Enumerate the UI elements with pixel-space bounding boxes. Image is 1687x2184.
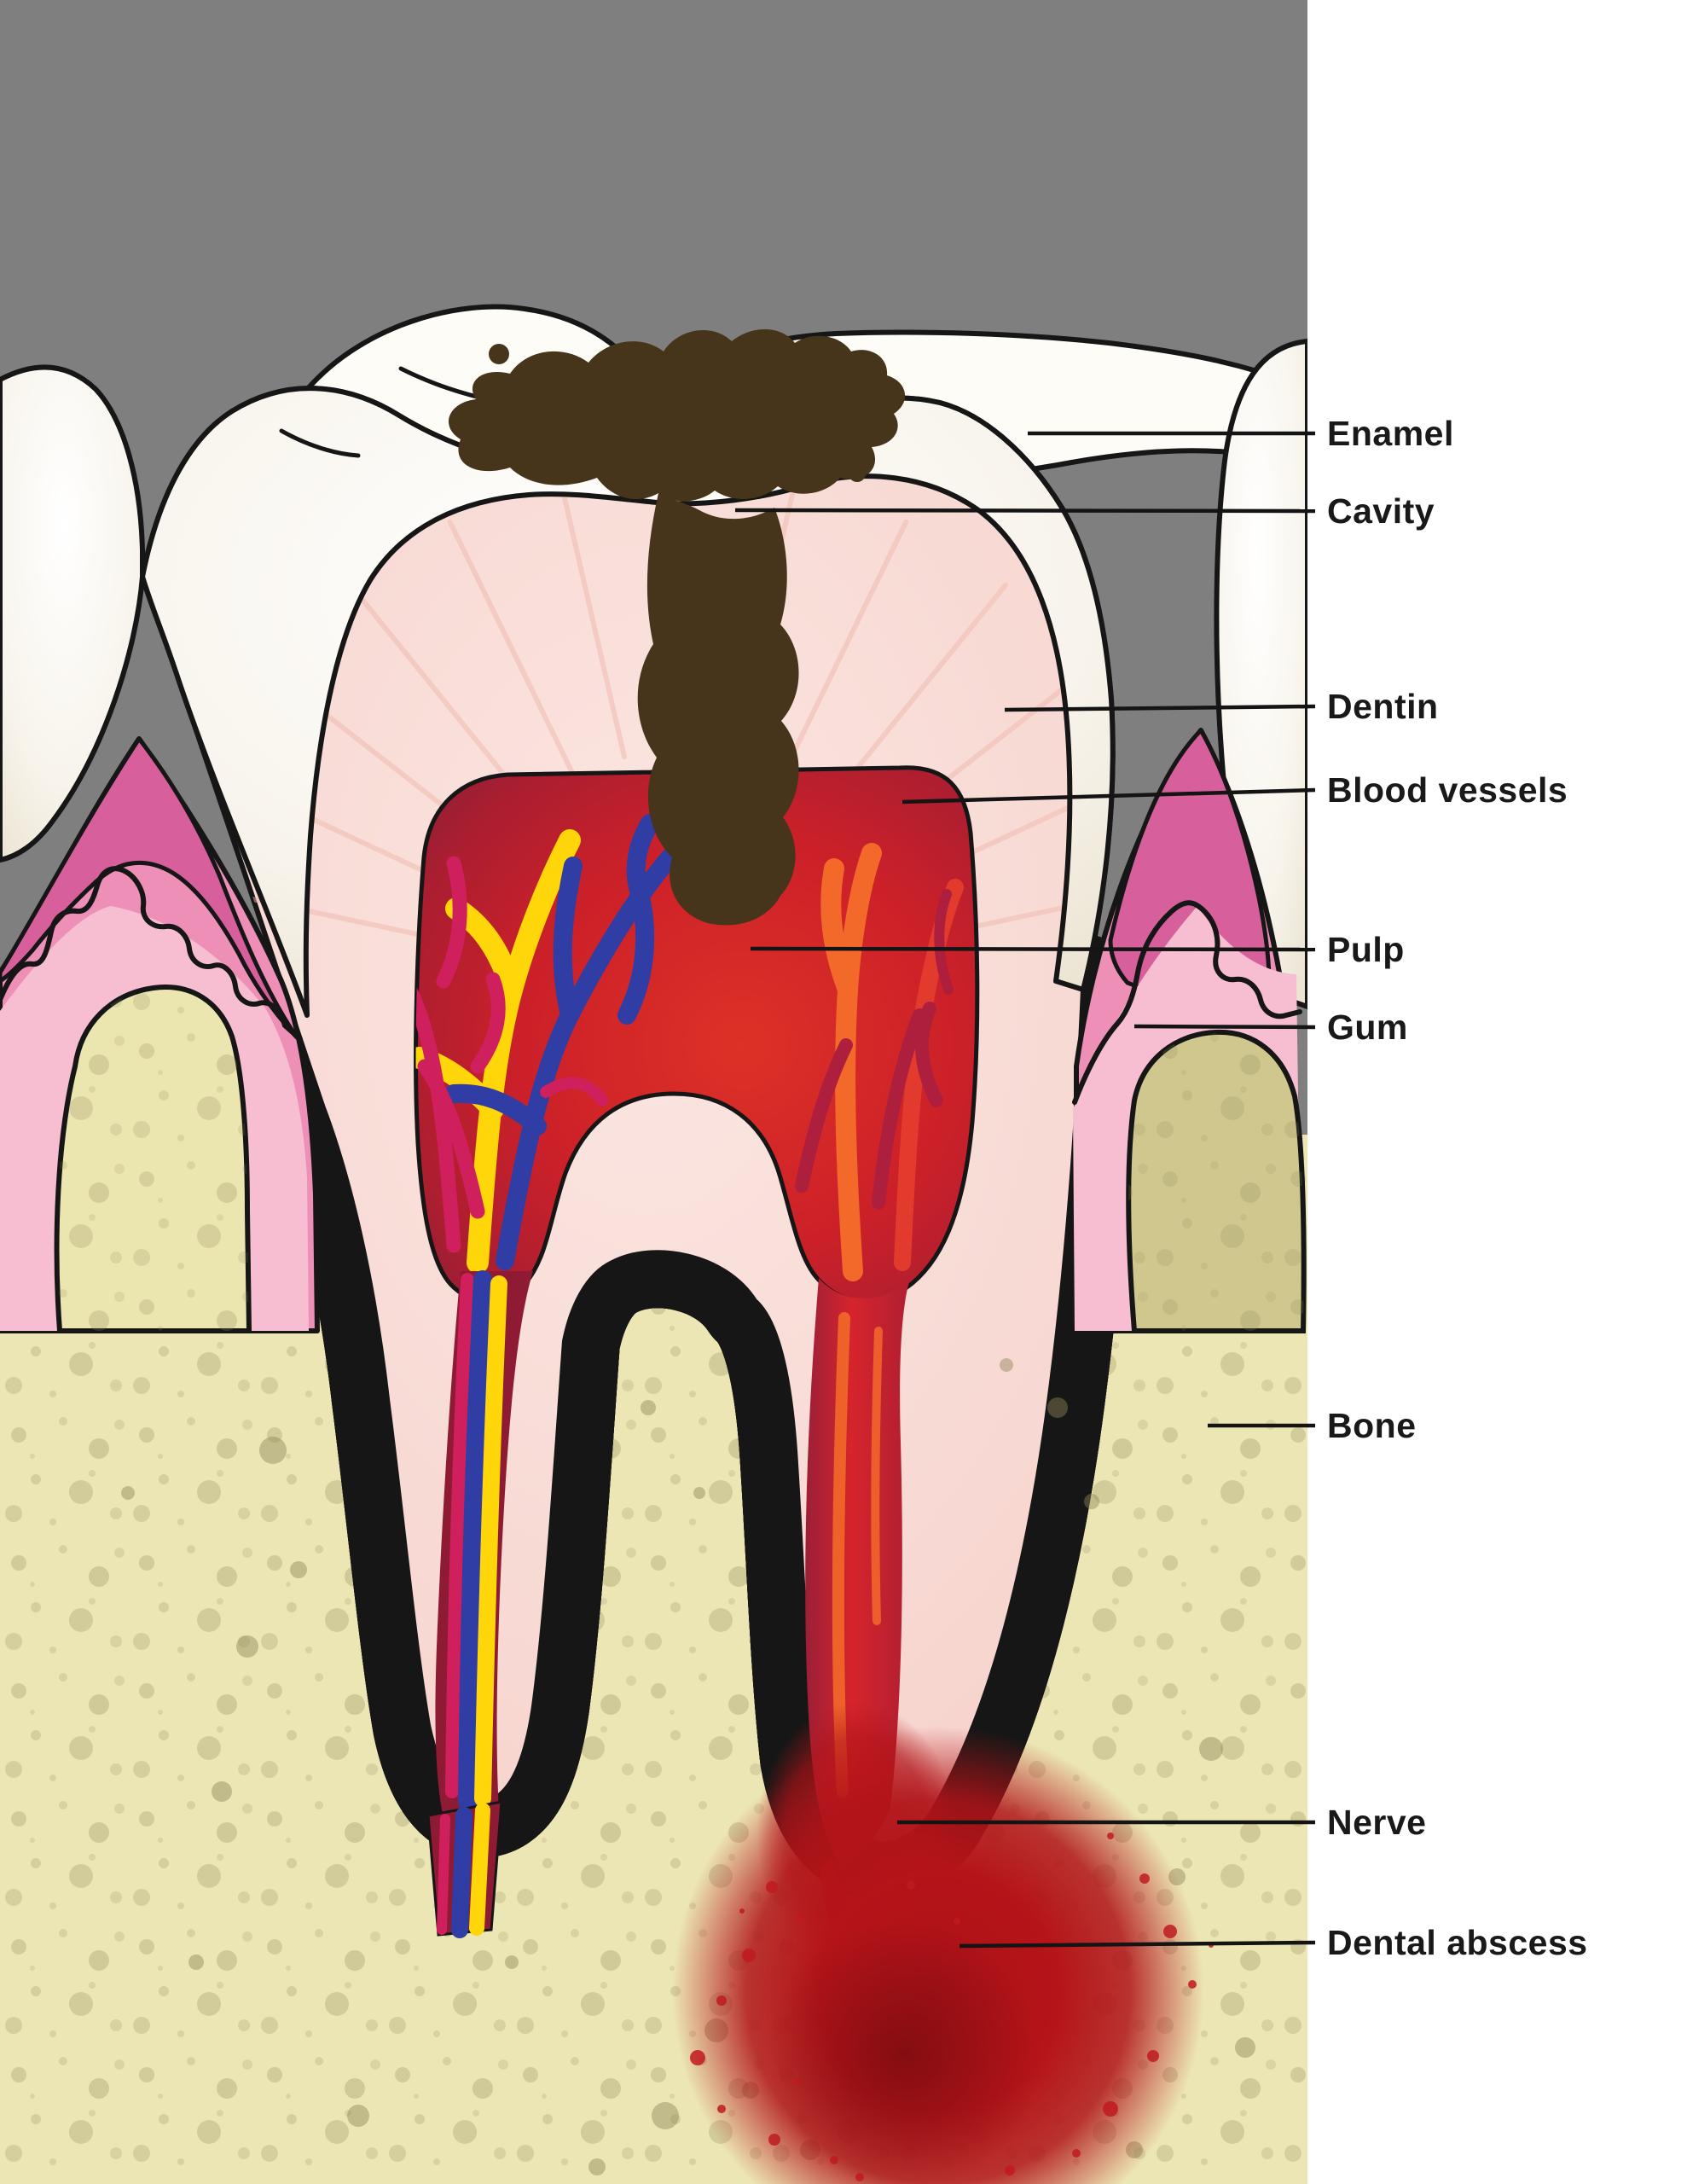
bone-speckle [652,2102,679,2129]
abscess-spatter-dot [1139,1873,1150,1884]
abscess-spatter-dot [796,1914,804,1923]
bone-speckle [1084,1494,1099,1509]
bone-speckle [236,1635,258,1658]
abscess-spatter-dot [1147,2050,1159,2062]
leader-gum [1133,1024,1316,1030]
root-canal-left [435,1270,533,1826]
abscess-spatter-dot [1163,1925,1177,1938]
label-dentin: Dentin [1327,687,1439,726]
abscess-spatter-dot [1188,1980,1197,1989]
bone-speckle [212,1781,232,1802]
bone-speckle [1000,1358,1013,1372]
label-nerve: Nerve [1327,1803,1426,1842]
bone-speckle [1047,1397,1068,1418]
abscess-spatter-dot [690,2050,705,2065]
label-bone: Bone [1327,1406,1417,1445]
abscess-spatter-dot [739,1908,745,1914]
main-tooth [140,329,1139,1870]
abscess-spatter-dot [907,1881,915,1890]
illustration [0,0,1307,2184]
bone-speckle [1199,1737,1223,1761]
striation-line [348,582,530,807]
bone-speckle [290,1561,307,1578]
leader-cavity [734,508,1316,514]
nerve-bundle [426,1800,503,1938]
bone-speckle [505,1955,519,1969]
abscess-spatter-dot [954,1918,960,1925]
label-dental-abscess: Dental abscess [1327,1923,1588,1962]
abscess-spatter-dot [793,2078,800,2085]
abscess-spatter-dot [717,2105,726,2113]
dental-abscess [672,1702,1214,2184]
abscess-spatter-dot [766,1881,778,1893]
bone-speckle [641,1400,656,1415]
striation-line [780,519,909,778]
left-neighbor-tooth [0,364,145,863]
abscess-spatter-dot [1005,2165,1015,2175]
bone-speckle [693,1487,705,1499]
abscess-spatter-dot [716,1995,727,2006]
abscess-spatter-dot [855,2173,864,2181]
leader-dentin [1004,704,1316,712]
label-blood-vessels: Blood vessels [1327,770,1568,810]
bone-speckle [588,2158,606,2175]
abscess-spatter-dot [1107,1833,1114,1839]
abscess-spatter-dot [830,2156,838,2164]
striation-line [447,519,577,778]
leader-pulp [750,946,1316,952]
blood-vessels [415,814,964,1281]
striation-line [558,479,628,760]
label-enamel: Enamel [1327,414,1454,453]
gum-right [1072,728,1307,1333]
leader-blood-vessels [901,787,1316,804]
bone-speckle [259,1437,287,1464]
abscess-spatter-dot [768,2134,780,2146]
bone-speckle [347,2105,369,2127]
abscess-spatter-dot [1103,2101,1118,2117]
cavity [449,329,906,926]
label-pulp: Pulp [1327,930,1405,969]
bone-speckle [1235,2037,1255,2058]
bone-speckle [121,1486,135,1500]
bone-speckle [188,1955,204,1970]
cusp-detail-line [279,428,361,458]
abscess-spatter-dot [742,1949,756,1962]
abscess-spatter-dot [1072,2149,1081,2158]
label-gum: Gum [1327,1008,1408,1047]
gum-left [0,736,320,1333]
leader-dental-abscess [959,1940,1316,1949]
label-cavity: Cavity [1327,491,1435,531]
